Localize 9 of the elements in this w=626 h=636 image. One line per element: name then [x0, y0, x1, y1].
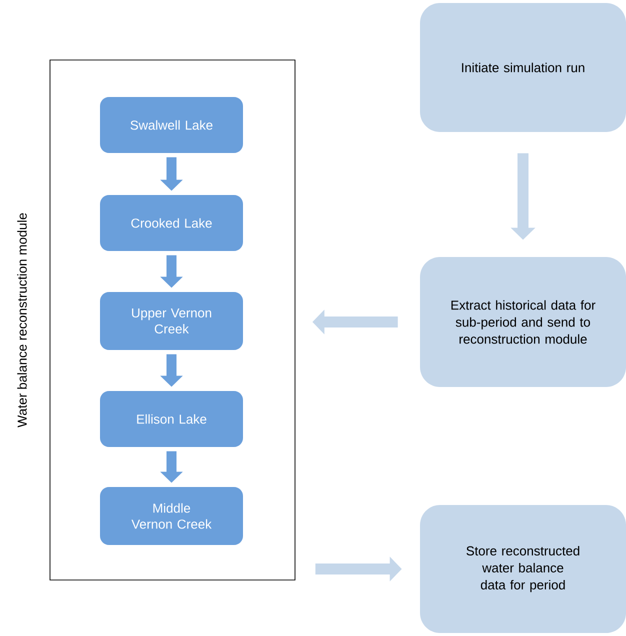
lake-box: Swalwell Lake — [100, 97, 243, 153]
lake-box: Upper Vernon Creek — [100, 292, 243, 350]
lake-box: Middle Vernon Creek — [100, 487, 243, 545]
node-label: Water balance reconstruction module — [17, 213, 27, 428]
lake-box: Crooked Lake — [100, 195, 243, 251]
process-box: Extract historical data for sub-period and send to reconstruction module — [420, 257, 626, 387]
lake-box: Ellison Lake — [100, 391, 243, 447]
process-box: Store reconstructed water balance data for period — [420, 505, 626, 633]
process-box: Initiate simulation run — [420, 3, 626, 132]
